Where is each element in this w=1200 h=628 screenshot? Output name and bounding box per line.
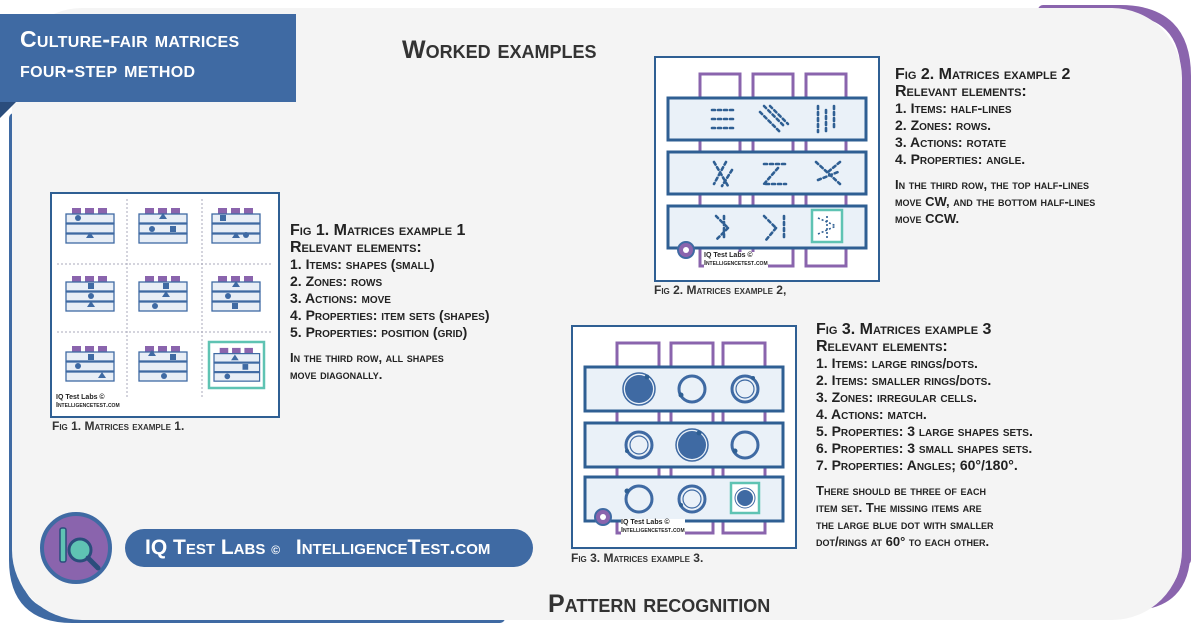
brand-copyright: ©: [271, 543, 281, 557]
fig3-title: Fig 3. Matrices example 3: [816, 321, 992, 338]
fig3-description: Fig 3. Matrices example 3 Relevant eleme…: [816, 321, 1116, 550]
fig3-matrix: IQ Test Labs ©Intelligencetest.com: [571, 325, 797, 549]
fig2-matrix-drawing: [666, 72, 868, 268]
brand-site: IntelligenceTest.com: [295, 536, 491, 559]
fig3-item: 7. Properties: Angles; 60°/180°.: [816, 457, 1018, 473]
fig3-item: 6. Properties: 3 small shapes sets.: [816, 440, 1033, 456]
fig2-item: 2. Zones: rows.: [895, 117, 992, 133]
header-line1: Culture-fair matrices: [20, 26, 240, 52]
header-fold: [0, 102, 16, 118]
iq-magnifier-logo-icon: [40, 512, 112, 584]
fig1-subtitle: Relevant elements:: [290, 239, 422, 256]
header-banner: Culture-fair matrices four-step method: [0, 14, 296, 102]
fig3-item: 2. Items: smaller rings/dots.: [816, 372, 992, 388]
fig3-item: 1. Items: large rings/dots.: [816, 355, 978, 371]
brand-text: IQ Test Labs © IntelligenceTest.com: [145, 536, 490, 560]
footer-title: Pattern recognition: [548, 590, 771, 618]
brand-name: IQ Test Labs: [145, 536, 266, 559]
fig1-matrix: IQ Test Labs ©Intelligencetest.com: [50, 192, 280, 418]
fig1-description: Fig 1. Matrices example 1 Relevant eleme…: [290, 222, 550, 383]
fig2-note: In the third row, the top half-lines: [895, 177, 1090, 192]
fig2-note: move CCW.: [895, 211, 960, 226]
fig3-matrix-drawing: [583, 341, 785, 535]
fig1-note: In the third row, all shapes: [290, 350, 444, 365]
fig1-caption: Fig 1. Matrices example 1.: [52, 419, 185, 433]
fig3-caption: Fig 3. Matrices example 3.: [571, 551, 704, 565]
fig1-watermark: IQ Test Labs ©Intelligencetest.com: [56, 394, 120, 409]
fig3-item: 4. Actions: match.: [816, 406, 927, 422]
header-line2: four-step method: [20, 56, 196, 82]
fig2-item: 1. Items: half-lines: [895, 100, 1012, 116]
fig2-caption: Fig 2. Matrices example 2,: [654, 283, 787, 297]
fig2-item: 4. Properties: angle.: [895, 151, 1026, 167]
fig3-watermark: IQ Test Labs ©Intelligencetest.com: [621, 519, 685, 535]
fig2-subtitle: Relevant elements:: [895, 83, 1027, 100]
fig3-note: the large blue dot with smaller: [816, 517, 994, 532]
fig2-item: 3. Actions: rotate: [895, 134, 1007, 150]
fig1-item: 4. Properties: item sets (shapes): [290, 307, 490, 323]
fig1-note: move diagonally.: [290, 367, 383, 382]
fig3-item: 5. Properties: 3 large shapes sets.: [816, 423, 1033, 439]
fig1-item: 2. Zones: rows: [290, 273, 383, 289]
fig1-title: Fig 1. Matrices example 1: [290, 222, 466, 239]
fig1-item: 5. Properties: position (grid): [290, 324, 468, 340]
section-title: Worked examples: [402, 36, 597, 64]
fig2-title: Fig 2. Matrices example 2: [895, 66, 1071, 83]
fig2-watermark: IQ Test Labs ©Intelligencetest.com: [704, 252, 768, 268]
fig1-matrix-drawing: [57, 199, 272, 399]
fig1-item: 1. Items: shapes (small): [290, 256, 435, 272]
fig2-matrix: IQ Test Labs ©Intelligencetest.com: [654, 56, 880, 282]
fig2-note: move CW, and the bottom half-lines: [895, 194, 1096, 209]
fig2-description: Fig 2. Matrices example 2 Relevant eleme…: [895, 66, 1185, 227]
fig3-note: There should be three of each: [816, 483, 987, 498]
fig3-item: 3. Zones: irregular cells.: [816, 389, 978, 405]
fig3-subtitle: Relevant elements:: [816, 338, 948, 355]
brand-pill: IQ Test Labs © IntelligenceTest.com: [125, 529, 533, 567]
fig3-note: item set. The missing items are: [816, 500, 982, 515]
fig1-item: 3. Actions: move: [290, 290, 391, 306]
fig3-note: dot/rings at 60° to each other.: [816, 534, 990, 549]
